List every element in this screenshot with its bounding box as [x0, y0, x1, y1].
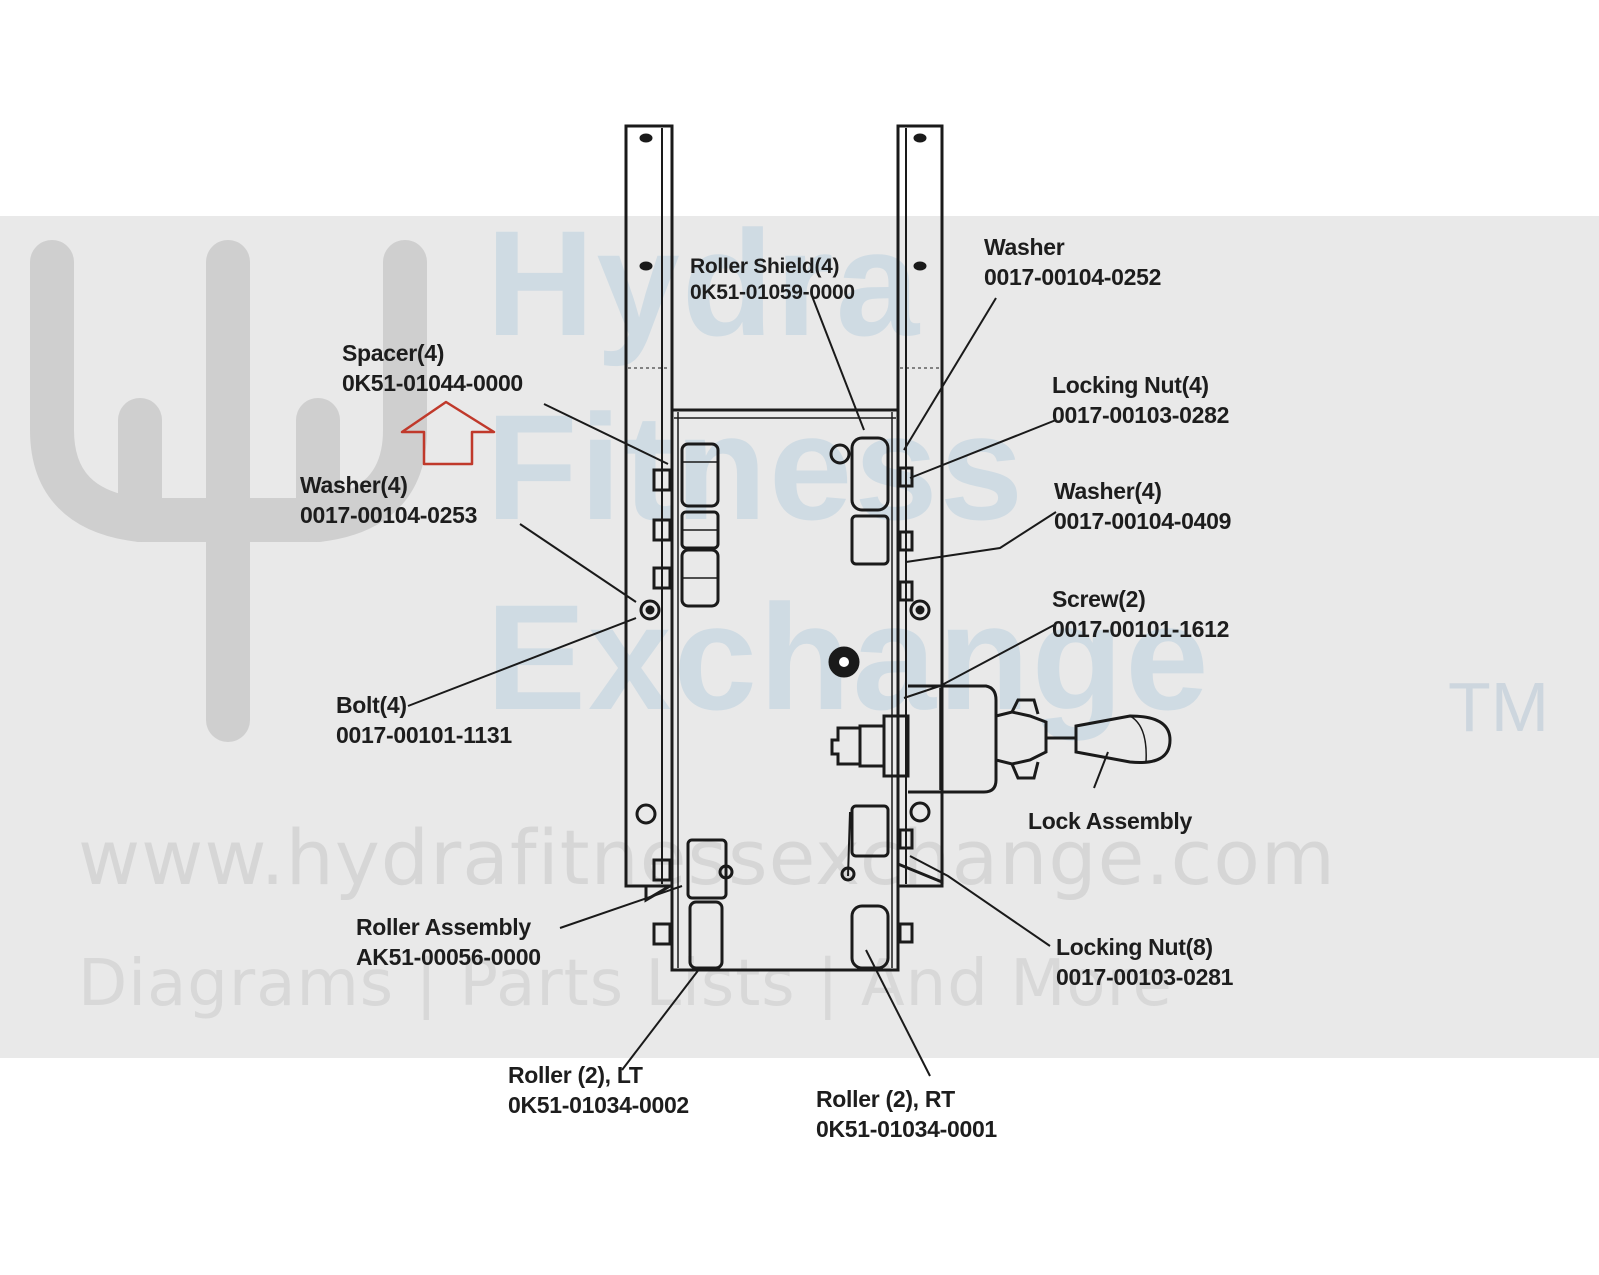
callout-lock-assembly: Lock Assembly: [1028, 806, 1192, 836]
callout-screw-part: 0017-00101-1612: [1052, 616, 1230, 642]
callout-washer-left-part: 0017-00104-0253: [300, 502, 478, 528]
callout-washer-right-part: 0017-00104-0409: [1054, 508, 1232, 534]
highlight-arrow-icon: [400, 400, 496, 466]
bottom-bracket: [644, 862, 944, 903]
callout-spacer-part: 0K51-01044-0000: [342, 370, 523, 396]
callout-screw-name: Screw(2): [1052, 586, 1146, 612]
callout-roller-lt-part: 0K51-01034-0002: [508, 1092, 689, 1118]
callout-roller-assembly-part: AK51-00056-0000: [356, 944, 541, 970]
callout-roller-rt-name: Roller (2), RT: [816, 1086, 955, 1112]
callout-roller-shield: Roller Shield(4) 0K51-01059-0000: [690, 254, 855, 306]
callout-locking-nut-4: Locking Nut(4) 0017-00103-0282: [1052, 370, 1229, 430]
callout-washer-top-part: 0017-00104-0252: [984, 264, 1162, 290]
callout-bolt-part: 0017-00101-1131: [336, 722, 512, 748]
callout-roller-lt: Roller (2), LT 0K51-01034-0002: [508, 1060, 689, 1120]
callout-roller-rt: Roller (2), RT 0K51-01034-0001: [816, 1084, 997, 1144]
callout-locking-nut-8-name: Locking Nut(8): [1056, 934, 1213, 960]
callout-roller-rt-part: 0K51-01034-0001: [816, 1116, 997, 1142]
right-rollers: [829, 436, 931, 970]
callout-bolt-name: Bolt(4): [336, 692, 407, 718]
callout-screw: Screw(2) 0017-00101-1612: [1052, 584, 1229, 644]
callout-washer-top: Washer 0017-00104-0252: [984, 232, 1161, 292]
callout-roller-lt-name: Roller (2), LT: [508, 1062, 643, 1088]
callout-lock-assembly-name: Lock Assembly: [1028, 808, 1192, 834]
callout-roller-shield-name: Roller Shield(4): [690, 255, 840, 278]
callout-washer-right: Washer(4) 0017-00104-0409: [1054, 476, 1231, 536]
left-rollers: [635, 442, 734, 970]
callout-washer-right-name: Washer(4): [1054, 478, 1162, 504]
callout-roller-assembly: Roller Assembly AK51-00056-0000: [356, 912, 541, 972]
callout-locking-nut-4-name: Locking Nut(4): [1052, 372, 1209, 398]
callout-roller-assembly-name: Roller Assembly: [356, 914, 531, 940]
callout-locking-nut-8: Locking Nut(8) 0017-00103-0281: [1056, 932, 1233, 992]
carriage-plate: [670, 408, 900, 972]
watermark-band: [0, 216, 1599, 1058]
right-rail: [896, 124, 944, 888]
callout-roller-shield-part: 0K51-01059-0000: [690, 281, 855, 304]
lock-assembly-part: [830, 684, 1172, 794]
callout-locking-nut-8-part: 0017-00103-0281: [1056, 964, 1234, 990]
callout-washer-left: Washer(4) 0017-00104-0253: [300, 470, 477, 530]
callout-spacer-name: Spacer(4): [342, 340, 445, 366]
leader-lines: [407, 295, 1109, 1077]
callout-spacer: Spacer(4) 0K51-01044-0000: [342, 338, 523, 398]
callout-bolt: Bolt(4) 0017-00101-1131: [336, 690, 512, 750]
callout-washer-top-name: Washer: [984, 234, 1065, 260]
left-rail: [624, 124, 674, 888]
callout-locking-nut-4-part: 0017-00103-0282: [1052, 402, 1230, 428]
callout-washer-left-name: Washer(4): [300, 472, 408, 498]
